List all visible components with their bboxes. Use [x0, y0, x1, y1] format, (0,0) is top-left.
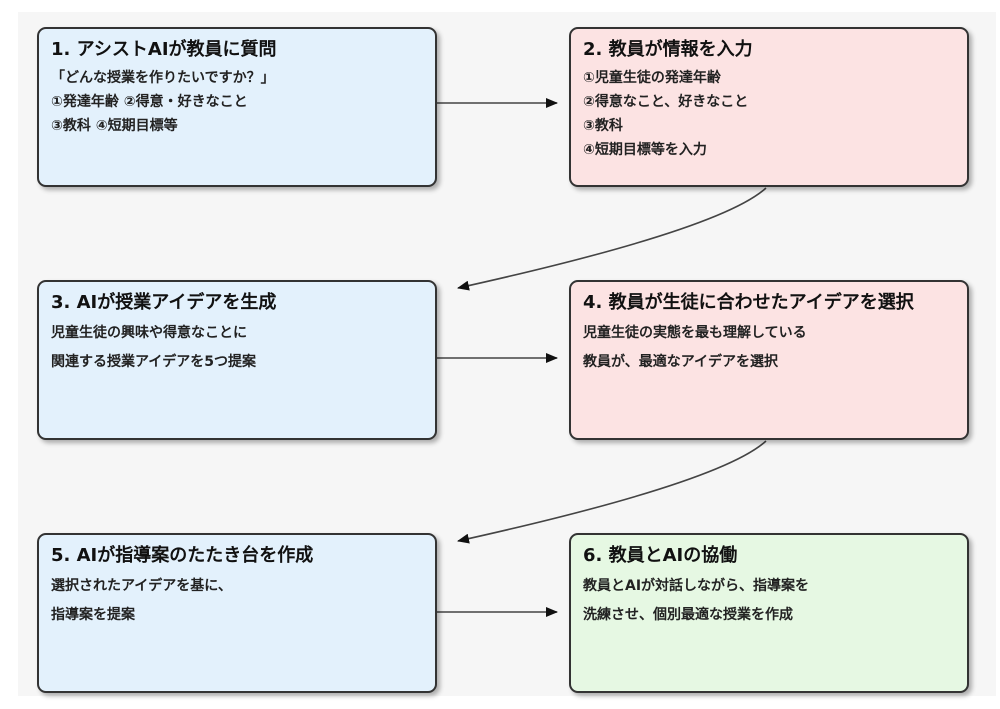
step-text: ③教科 ④短期目標等: [51, 118, 178, 134]
step-text: 児童生徒の実態を最も理解している: [583, 325, 807, 341]
step-text: 教員が、最適なアイデアを選択: [583, 354, 779, 370]
step-1-assist-ai-question: 1. アシストAIが教員に質問 「どんな授業を作りたいですか？」 ①発達年齢 ②…: [37, 27, 437, 187]
step-title: 6. 教員とAIの協働: [583, 545, 738, 566]
step-text: 関連する授業アイデアを5つ提案: [51, 354, 257, 370]
step-text: ④短期目標等を入力: [583, 142, 707, 158]
step-text: 指導案を提案: [51, 607, 135, 623]
step-text: 選択されたアイデアを基に、: [51, 578, 232, 594]
step-text: ①発達年齢 ②得意・好きなこと: [51, 94, 248, 110]
step-text: ①児童生徒の発達年齢: [583, 70, 721, 86]
step-title: 2. 教員が情報を入力: [583, 39, 753, 60]
step-text: 児童生徒の興味や得意なことに: [51, 325, 247, 341]
step-title: 5. AIが指導案のたたき台を作成: [51, 545, 314, 566]
step-3-ai-generate-ideas: 3. AIが授業アイデアを生成 児童生徒の興味や得意なことに 関連する授業アイデ…: [37, 280, 437, 440]
step-2-teacher-input: 2. 教員が情報を入力 ①児童生徒の発達年齢 ②得意なこと、好きなこと ③教科 …: [569, 27, 969, 187]
step-text: ②得意なこと、好きなこと: [583, 94, 749, 110]
step-text: 「どんな授業を作りたいですか？」: [51, 70, 275, 86]
step-text: 教員とAIが対話しながら、指導案を: [583, 578, 810, 594]
step-4-teacher-select-idea: 4. 教員が生徒に合わせたアイデアを選択 児童生徒の実態を最も理解している 教員…: [569, 280, 969, 440]
step-text: 洗練させ、個別最適な授業を作成: [583, 607, 793, 623]
step-title: 3. AIが授業アイデアを生成: [51, 292, 277, 313]
step-text: ③教科: [583, 118, 623, 134]
step-title: 4. 教員が生徒に合わせたアイデアを選択: [583, 292, 914, 313]
step-5-ai-draft-plan: 5. AIが指導案のたたき台を作成 選択されたアイデアを基に、 指導案を提案: [37, 533, 437, 693]
step-6-collaboration: 6. 教員とAIの協働 教員とAIが対話しながら、指導案を 洗練させ、個別最適な…: [569, 533, 969, 693]
step-title: 1. アシストAIが教員に質問: [51, 39, 277, 60]
